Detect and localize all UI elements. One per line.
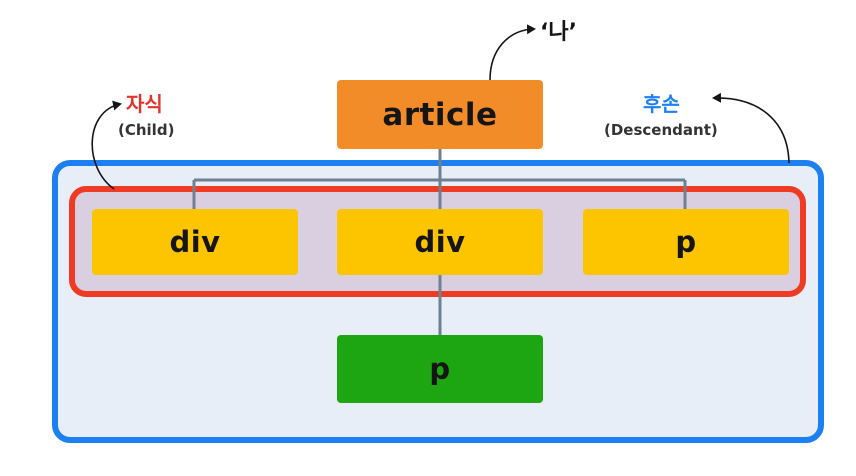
tree-connectors: [192, 149, 687, 335]
descendant-label: 후손: [643, 92, 680, 116]
descendant-arrow: [712, 92, 790, 164]
div-node-center: div: [337, 209, 543, 275]
p-node-descendant: p: [337, 335, 543, 403]
p-node-child: p: [583, 209, 789, 275]
child-label: 자식: [126, 92, 163, 116]
me-label: ‘나’: [540, 20, 577, 45]
article-node: article: [337, 80, 543, 149]
descendant-sublabel: (Descendant): [604, 121, 718, 139]
child-sublabel: (Child): [118, 121, 175, 139]
div-node-left: div: [92, 209, 298, 275]
child-arrow: [91, 100, 122, 190]
me-arrow: [489, 24, 536, 81]
